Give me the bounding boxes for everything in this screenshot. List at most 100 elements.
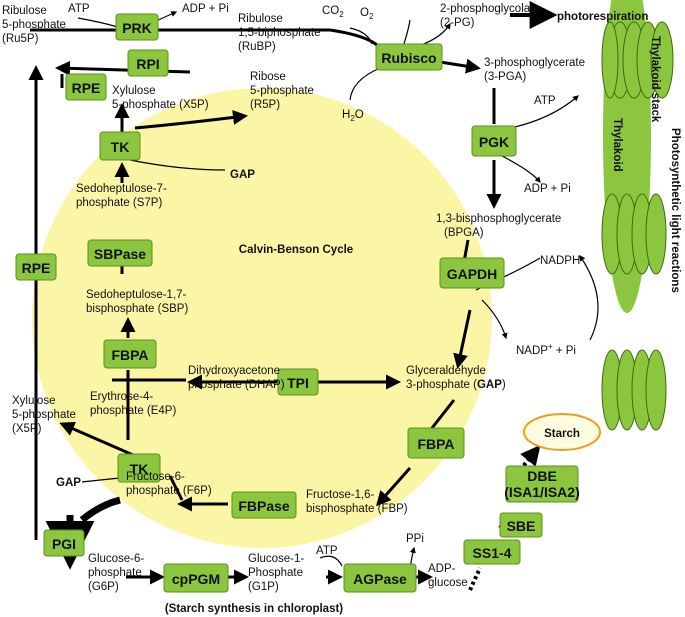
svg-text:Glucose-6-: Glucose-6-: [88, 553, 144, 565]
tpi-enzyme: TPI: [277, 368, 319, 396]
svg-text:(G6P): (G6P): [88, 581, 119, 593]
svg-text:1,5-biphosphate: 1,5-biphosphate: [238, 27, 320, 39]
fbpase-enzyme: FBPase: [231, 491, 297, 519]
ss-enzyme: SS1-4: [463, 539, 521, 565]
svg-text:Ribose: Ribose: [250, 71, 286, 83]
svg-text:(X5P): (X5P): [12, 423, 42, 435]
svg-text:TK: TK: [130, 461, 149, 477]
svg-text:ADP + Pi: ADP + Pi: [182, 3, 229, 15]
svg-text:(R5P): (R5P): [250, 99, 280, 111]
svg-text:Sedoheptulose-1,7-: Sedoheptulose-1,7-: [86, 289, 187, 301]
svg-text:Dihydroxyacetone: Dihydroxyacetone: [188, 365, 280, 377]
svg-text:NADP+ + Pi: NADP+ + Pi: [516, 342, 576, 357]
calvin-cycle-background: [32, 88, 492, 548]
svg-text:(BPGA): (BPGA): [444, 227, 484, 239]
svg-text:O2: O2: [360, 7, 374, 21]
starch-node: [523, 413, 601, 451]
pga-label: 3-phosphoglycerate(3-PGA): [484, 57, 585, 83]
e4p-label: Erythrose-4-phosphate (E4P): [90, 391, 176, 417]
svg-text:3-phosphoglycerate: 3-phosphoglycerate: [484, 57, 585, 69]
svg-text:RPI: RPI: [136, 56, 159, 72]
svg-text:GAPDH: GAPDH: [447, 266, 498, 282]
svg-text:Phosphate: Phosphate: [248, 567, 303, 579]
pgi-enzyme: PGI: [43, 529, 85, 557]
svg-text:CO2: CO2: [322, 5, 344, 19]
g3p-label: Glyceraldehyde 3-phosphate (GAP): [406, 365, 506, 391]
svg-text:DBE: DBE: [527, 468, 557, 484]
svg-text:bisphosphate (FBP): bisphosphate (FBP): [306, 503, 408, 515]
thylakoid-stacks: [601, 0, 674, 431]
svg-text:cpPGM: cpPGM: [172, 571, 220, 587]
svg-text:ADP + Pi: ADP + Pi: [524, 183, 571, 195]
svg-text:PPi: PPi: [406, 533, 424, 545]
svg-text:phosphate (F6P): phosphate (F6P): [126, 485, 212, 497]
svg-text:(G1P): (G1P): [248, 581, 279, 593]
svg-text:TK: TK: [111, 139, 130, 155]
svg-text:SBE: SBE: [507, 518, 536, 534]
rpi-enzyme: RPI: [127, 49, 169, 77]
sbp-label: Sedoheptulose-1,7- bisphosphate (SBP): [86, 289, 188, 315]
starch-synthesis-caption: (Starch synthesis in chloroplast): [165, 603, 343, 615]
svg-text:TPI: TPI: [287, 375, 309, 391]
dbe-enzyme: DBE(ISA1/ISA2): [504, 465, 580, 503]
svg-text:PGI: PGI: [52, 536, 76, 552]
sbpase-enzyme: SBPase: [87, 239, 153, 267]
svg-text:1,3-bisphosphoglycerate: 1,3-bisphosphoglycerate: [436, 213, 561, 225]
svg-text:H2O: H2O: [342, 109, 364, 123]
thylakoid-stack-label: Thylakoid stack: [649, 36, 661, 123]
starch-label: Starch: [544, 428, 580, 440]
svg-text:PGK: PGK: [479, 134, 509, 150]
svg-text:phosphate (S7P): phosphate (S7P): [76, 197, 162, 209]
svg-text:Xylulose: Xylulose: [112, 85, 155, 97]
svg-text:(2-PG): (2-PG): [440, 17, 475, 29]
tk-enzyme-top: TK: [99, 131, 141, 161]
sbe-enzyme: SBE: [499, 512, 543, 538]
svg-text:SS1-4: SS1-4: [473, 545, 512, 561]
svg-text:glucose: glucose: [428, 577, 468, 589]
svg-text:Xylulose: Xylulose: [12, 395, 55, 407]
svg-text:phosphate (DHAP): phosphate (DHAP): [188, 379, 285, 391]
svg-text:bisphosphate (SBP): bisphosphate (SBP): [86, 303, 188, 315]
prk-enzyme: PRK: [115, 13, 159, 41]
svg-text:Sedoheptulose-7-: Sedoheptulose-7-: [76, 183, 167, 195]
rpe-enzyme-left: RPE: [15, 253, 57, 281]
svg-text:Glucose-1-: Glucose-1-: [248, 553, 304, 565]
light-reactions-label: Photosynthetic light reactions: [669, 128, 681, 293]
2pg-label: 2-phosphoglycolate(2-PG): [440, 3, 540, 29]
rpe-enzyme-top: RPE: [65, 73, 107, 101]
bpga-label: 1,3-bisphosphoglycerate (BPGA): [436, 213, 561, 239]
photorespiration-label: photorespiration: [557, 11, 648, 23]
f6p-label: Fructose-6-phosphate (F6P): [126, 471, 212, 497]
gapdh-enzyme: GAPDH: [439, 257, 505, 289]
x5p-left-label: Xylulose 5-phosphate (X5P): [12, 395, 76, 435]
svg-text:NADPH: NADPH: [540, 255, 580, 267]
rubisco-enzyme: Rubisco: [375, 43, 443, 71]
svg-text:5-phosphate: 5-phosphate: [250, 85, 314, 97]
agpase-enzyme: AGPase: [343, 563, 417, 593]
s7p-label: Sedoheptulose-7- phosphate (S7P): [76, 183, 167, 209]
svg-text:ADP-: ADP-: [428, 563, 456, 575]
svg-text:Ribulose: Ribulose: [238, 13, 283, 25]
svg-text:5-phosphate: 5-phosphate: [12, 409, 76, 421]
svg-text:Erythrose-4-: Erythrose-4-: [90, 391, 153, 403]
dhap-label: Dihydroxyacetone phosphate (DHAP): [188, 365, 285, 391]
svg-text:RPE: RPE: [72, 80, 101, 96]
svg-text:5-phosphate: 5-phosphate: [2, 19, 66, 31]
svg-text:FBPase: FBPase: [238, 498, 290, 514]
svg-text:Fructose-1,6-: Fructose-1,6-: [306, 489, 375, 501]
svg-text:ATP: ATP: [534, 95, 556, 107]
svg-text:5-phosphate (X5P): 5-phosphate (X5P): [112, 99, 209, 111]
cppgm-enzyme: cpPGM: [163, 563, 229, 593]
svg-text:Glyceraldehyde: Glyceraldehyde: [406, 365, 486, 377]
svg-text:3-phosphate (GAP): 3-phosphate (GAP): [406, 379, 506, 391]
svg-text:(ISA1/ISA2): (ISA1/ISA2): [504, 484, 579, 500]
pgk-enzyme: PGK: [471, 125, 517, 157]
svg-text:PRK: PRK: [122, 20, 152, 36]
svg-text:Rubisco: Rubisco: [381, 50, 436, 66]
svg-text:SBPase: SBPase: [94, 246, 146, 262]
svg-text:RPE: RPE: [22, 260, 51, 276]
g6p-label: Glucose-6-phosphate(G6P): [88, 553, 144, 593]
